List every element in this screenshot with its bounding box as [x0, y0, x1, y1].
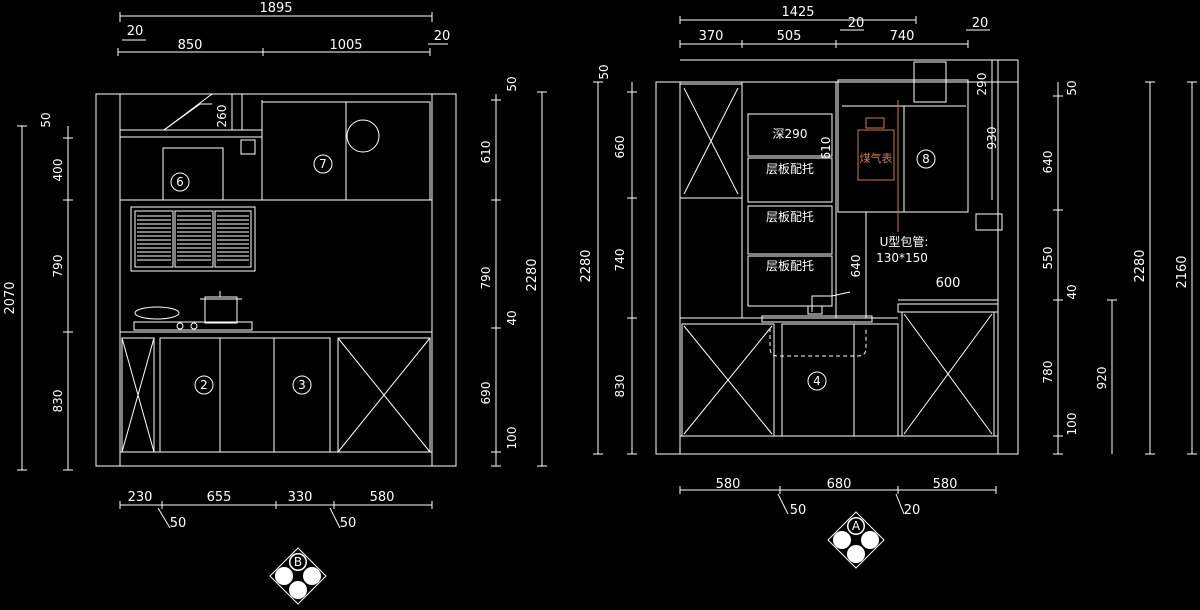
dim-850: 850 [178, 38, 203, 53]
dim-40-right: 40 [505, 310, 519, 325]
marker-a-label: A [852, 519, 861, 533]
right-top-dimensions: 1425 370 505 740 20 20 [679, 5, 990, 61]
gas-meter-label: 煤气表 [860, 151, 893, 165]
right-base-cabinets: 4 [680, 303, 999, 437]
dim-370: 370 [699, 29, 724, 44]
label-4: 4 [813, 374, 821, 388]
left-vertical-dimensions: 2070 50 400 790 830 [3, 112, 73, 471]
dim-640-inner: 640 [849, 255, 863, 278]
faucet [807, 291, 851, 315]
dim-610-inner: 610 [819, 137, 833, 160]
dim-655: 655 [207, 490, 232, 505]
left-wall-frame [95, 93, 457, 467]
right-elevation: 深290 层板配托 层板配托 层板配托 煤气表 8 U型包管: 130*150 [579, 5, 1197, 569]
label-7: 7 [319, 157, 327, 171]
label-6: 6 [176, 175, 184, 189]
dim-50-c: 50 [790, 503, 807, 518]
dim-740: 740 [890, 29, 915, 44]
dim-790-left: 790 [51, 255, 65, 278]
dim-640-far: 640 [1041, 151, 1055, 174]
dim-40-far: 40 [1065, 284, 1079, 299]
window-shutters [130, 206, 256, 272]
label-8: 8 [922, 152, 930, 166]
dim-1895: 1895 [259, 1, 292, 16]
shelf-depth: 深290 [773, 127, 808, 141]
dim-50-top: 50 [39, 112, 53, 127]
dim-920: 920 [1095, 367, 1109, 390]
dim-580-b: 580 [933, 477, 958, 492]
left-bottom-dimensions: 230 655 330 580 50 50 [119, 490, 433, 531]
dim-20-left: 20 [127, 24, 144, 39]
dim-1425: 1425 [781, 5, 814, 20]
dim-550: 550 [1041, 247, 1055, 270]
dim-20-a: 20 [848, 16, 865, 31]
dim-580-a: 580 [716, 477, 741, 492]
dim-50-r-top: 50 [597, 64, 611, 79]
right-bottom-dimensions: 580 680 580 50 20 600 [679, 276, 998, 518]
dim-790-right: 790 [479, 267, 493, 290]
dim-330: 330 [288, 490, 313, 505]
dim-50-right: 50 [505, 76, 519, 91]
left-right-vertical-dimensions: 50 610 790 40 690 100 2280 [479, 76, 547, 467]
shelf-label-3: 层板配托 [766, 259, 814, 273]
right-inner-dimensions: 610 640 290 930 [819, 60, 999, 277]
dim-230: 230 [128, 490, 153, 505]
dim-50-a: 50 [170, 516, 187, 531]
dim-930: 930 [985, 127, 999, 150]
label-3: 3 [298, 378, 306, 392]
left-elevation: 2 3 6 7 1895 850 1005 20 20 260 [3, 1, 547, 605]
dim-260: 260 [215, 105, 229, 128]
dim-2280-right-elev: 2280 [579, 249, 594, 282]
dim-680: 680 [827, 477, 852, 492]
gas-meter-cabinet: 煤气表 8 [837, 61, 1003, 232]
view-marker-b: B [269, 547, 327, 605]
dim-830-right: 830 [613, 375, 627, 398]
pipe-label: U型包管: [880, 234, 929, 249]
dim-50-far: 50 [1065, 80, 1079, 95]
dim-20-right: 20 [434, 29, 451, 44]
dim-50-b: 50 [340, 516, 357, 531]
shelf-label-1: 层板配托 [766, 162, 814, 176]
dim-505: 505 [777, 29, 802, 44]
shelf-label-2: 层板配托 [766, 210, 814, 224]
dim-580: 580 [370, 490, 395, 505]
pipe-size: 130*150 [876, 251, 928, 265]
dim-20-b: 20 [972, 16, 989, 31]
right-left-vertical-dimensions: 2280 50 660 740 830 [579, 64, 637, 455]
view-marker-a: A [827, 511, 885, 569]
dim-600: 600 [936, 276, 961, 291]
gas-meter [857, 129, 895, 181]
upper-cabinets [119, 93, 432, 201]
dim-1005: 1005 [329, 38, 362, 53]
dim-100-right: 100 [505, 427, 519, 450]
label-2: 2 [200, 378, 208, 392]
right-wall-frame [655, 81, 1019, 455]
marker-b-label: B [294, 555, 302, 569]
dim-100-far: 100 [1065, 413, 1079, 436]
stove-and-pot [133, 291, 253, 331]
dim-2070: 2070 [3, 281, 18, 314]
dim-2280-far: 2280 [1133, 249, 1148, 282]
range-hood [162, 147, 224, 201]
dim-830-left: 830 [51, 390, 65, 413]
dim-780: 780 [1041, 361, 1055, 384]
open-shelves: 深290 层板配托 层板配托 层板配托 [747, 82, 837, 318]
dim-740-v: 740 [613, 249, 627, 272]
base-cabinets [120, 331, 432, 453]
dim-2280-left-elev: 2280 [525, 258, 540, 291]
left-item-labels: 2 3 6 7 [170, 154, 333, 395]
left-top-dimensions: 1895 850 1005 20 20 260 [117, 1, 451, 130]
dim-20-c: 20 [904, 503, 921, 518]
dim-400: 400 [51, 159, 65, 182]
dim-660: 660 [613, 136, 627, 159]
dim-2160: 2160 [1175, 255, 1190, 288]
right-right-vertical-dimensions: 50 640 550 40 780 100 920 2280 2160 [1041, 80, 1197, 455]
dim-690: 690 [479, 382, 493, 405]
dim-290: 290 [975, 73, 989, 96]
dim-610: 610 [479, 141, 493, 164]
